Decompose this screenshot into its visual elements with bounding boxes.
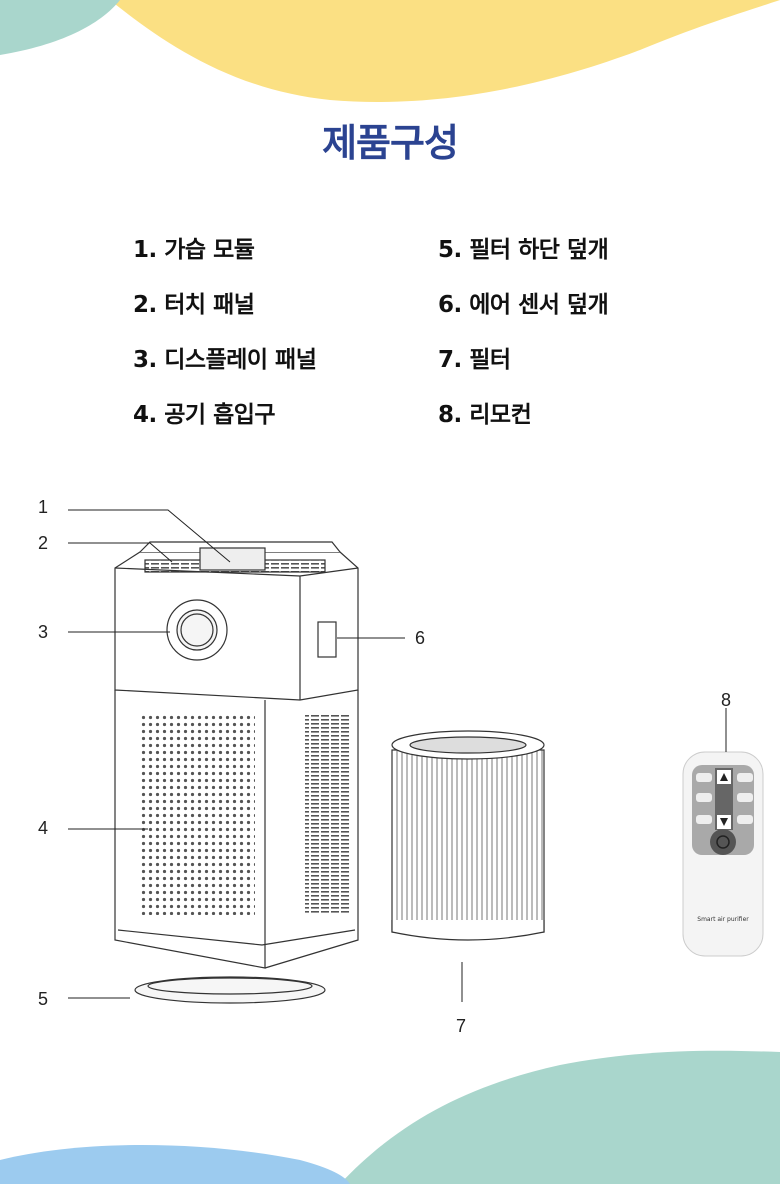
component-item: 5. 필터 하단 덮개 — [438, 237, 609, 263]
teal-wave-bottom — [340, 1050, 780, 1184]
callout-number: 4 — [38, 818, 49, 838]
callout-lines — [68, 509, 727, 1002]
callout-number: 5 — [38, 989, 49, 1009]
component-item: 2. 터치 패널 — [133, 292, 255, 318]
component-item: 7. 필터 — [438, 347, 511, 373]
callout-number: 3 — [38, 622, 49, 642]
remote-label: Smart air purifier — [697, 916, 749, 923]
callout-number: 8 — [721, 690, 732, 710]
component-item: 8. 리모컨 — [438, 402, 532, 428]
callout-number: 6 — [415, 628, 426, 648]
component-item: 1. 가습 모듈 — [133, 237, 255, 263]
page-title: 제품구성 — [322, 121, 459, 165]
yellow-wave — [110, 0, 780, 102]
remote-control — [682, 751, 764, 957]
callout-number: 2 — [38, 533, 49, 553]
teal-wave-top — [0, 0, 120, 55]
product-diagram — [68, 509, 764, 1004]
component-item: 3. 디스플레이 패널 — [133, 347, 317, 373]
component-item: 4. 공기 흡입구 — [133, 402, 276, 428]
filter — [391, 730, 545, 941]
callout-number: 7 — [456, 1016, 467, 1036]
callout-number: 1 — [38, 497, 49, 517]
blue-wave-bottom — [0, 1145, 350, 1184]
air-purifier — [114, 541, 359, 1004]
component-item: 6. 에어 센서 덮개 — [438, 292, 609, 318]
